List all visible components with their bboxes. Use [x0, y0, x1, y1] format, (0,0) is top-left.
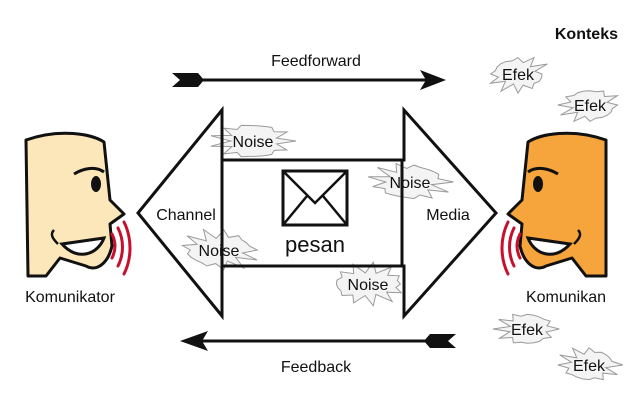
efek-splats: [488, 56, 624, 381]
noise-splat: [335, 261, 403, 307]
feedforward-label: Feedforward: [271, 53, 361, 70]
noise-splats: [180, 124, 454, 307]
channel-label: Channel: [156, 207, 216, 224]
feedback-label: Feedback: [281, 359, 352, 376]
right-arrow-shape: [220, 106, 499, 320]
noise-label: Noise: [348, 277, 389, 294]
komunikan-label: Komunikan: [526, 289, 606, 306]
efek-label: Efek: [574, 98, 607, 115]
efek-splat: [488, 56, 548, 95]
komunikan-head-icon: [500, 131, 608, 278]
efek-label: Efek: [573, 358, 606, 375]
efek-label: Efek: [511, 322, 544, 339]
media-label: Media: [426, 207, 470, 224]
komunikator-label: Komunikator: [25, 289, 115, 306]
noise-label: Noise: [390, 175, 431, 192]
pesan-label: pesan: [285, 232, 345, 257]
left-arrow-shape: [136, 105, 404, 321]
efek-splat: [557, 90, 620, 123]
envelope-icon: [281, 169, 349, 227]
efek-splat: [557, 347, 624, 381]
feedback-arrow: [180, 331, 456, 351]
noise-label: Noise: [233, 134, 274, 151]
noise-splat: [210, 124, 297, 158]
efek-label: Efek: [502, 67, 535, 84]
konteks-label: Konteks: [555, 26, 618, 43]
feedforward-arrow: [172, 70, 446, 90]
noise-splat: [368, 162, 454, 200]
komunikator-head-icon: [24, 131, 132, 278]
efek-splat: [492, 313, 560, 344]
noise-label: Noise: [199, 243, 240, 260]
